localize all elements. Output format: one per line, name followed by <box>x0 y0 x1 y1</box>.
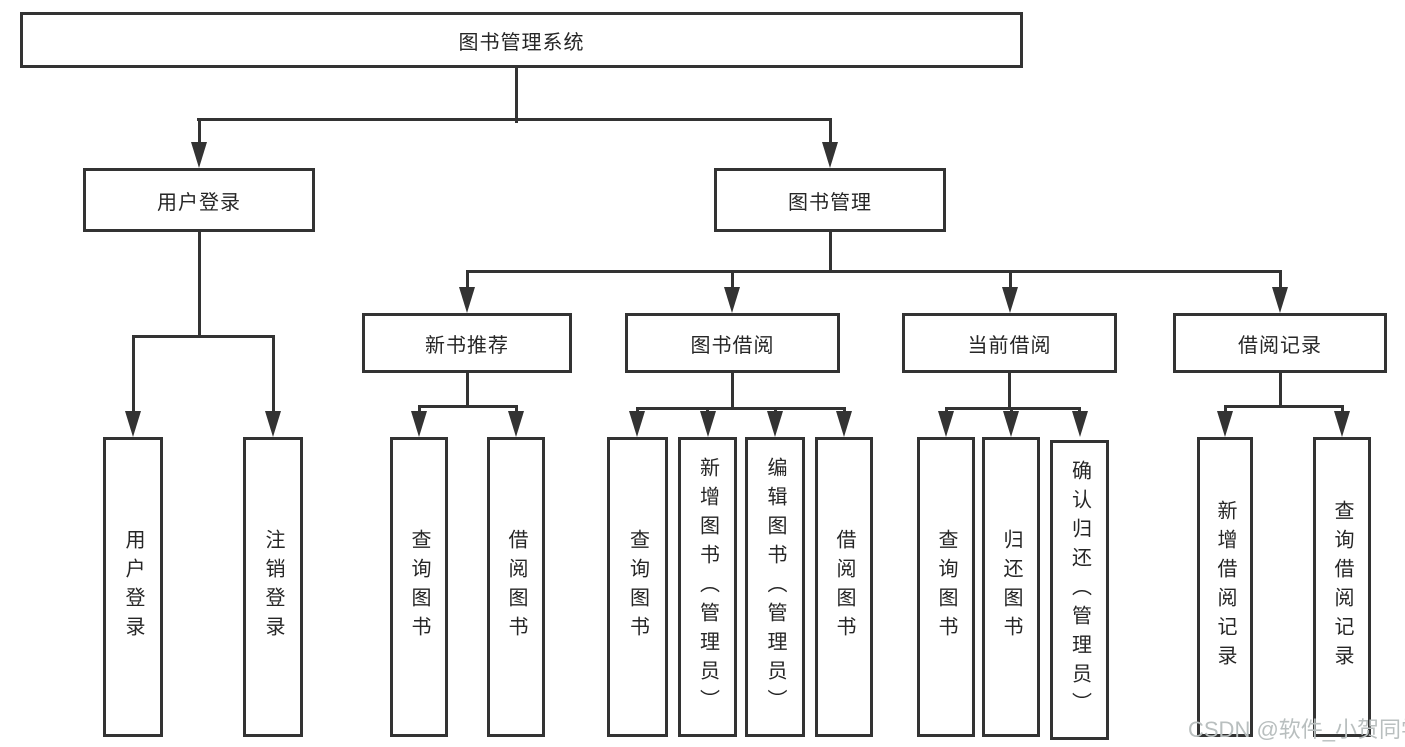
arrowhead-icon <box>459 287 475 313</box>
arrowhead-icon <box>822 142 838 168</box>
arrowhead-icon <box>724 287 740 313</box>
node-borrow-query-books: 查询图书 <box>607 437 668 737</box>
node-recommend-borrow-books: 借阅图书 <box>487 437 545 737</box>
arrow-down-icon <box>459 270 476 313</box>
node-login-label: 用户登录 <box>122 529 144 645</box>
connector-borrow-stem <box>730 373 734 410</box>
connector-level2-branch <box>197 118 832 121</box>
arrowhead-icon <box>1002 287 1018 313</box>
arrow-down-icon <box>265 335 282 437</box>
arrow-down-icon <box>508 405 525 437</box>
node-return-books: 归还图书 <box>982 437 1040 737</box>
node-add-borrow-record: 新增借阅记录 <box>1197 437 1253 737</box>
arrow-down-icon <box>1334 405 1351 437</box>
connector-recommend-stem <box>465 373 469 408</box>
node-recommend-query-books: 查询图书 <box>390 437 448 737</box>
arrowhead-icon <box>125 411 141 437</box>
arrowhead-icon <box>699 411 716 437</box>
node-current-query-books: 查询图书 <box>917 437 975 737</box>
node-confirm-return-admin-label: 确认归还（管理员） <box>1068 459 1091 721</box>
node-query-borrow-record-label: 查询借阅记录 <box>1331 500 1353 674</box>
node-edit-books-admin-label: 编辑图书（管理员） <box>764 456 786 718</box>
arrow-down-icon <box>699 407 716 437</box>
csdn-watermark: CSDN @软件_小贺同学 <box>1188 717 1405 742</box>
arrowhead-icon <box>191 142 207 168</box>
connector-recommend-branch <box>417 405 518 408</box>
arrow-down-icon <box>1217 405 1234 437</box>
connector-management-stem <box>828 232 832 273</box>
node-add-books-admin-label: 新增图书（管理员） <box>696 456 719 718</box>
node-current-query-books-label: 查询图书 <box>935 529 957 645</box>
arrowhead-icon <box>1272 287 1288 313</box>
connector-current-branch <box>944 407 1081 410</box>
arrowhead-icon <box>938 411 954 437</box>
arrow-down-icon <box>767 407 784 437</box>
arrow-down-icon <box>411 405 428 437</box>
connector-records-branch <box>1223 405 1344 408</box>
arrow-down-icon <box>724 270 741 313</box>
node-borrow-books-label: 借阅图书 <box>833 529 855 645</box>
node-current-borrowing: 当前借阅 <box>902 313 1117 373</box>
node-return-books-label: 归还图书 <box>1000 529 1022 645</box>
node-borrow-query-books-label: 查询图书 <box>626 529 649 645</box>
node-query-borrow-record: 查询借阅记录 <box>1313 437 1371 737</box>
node-borrowing-records: 借阅记录 <box>1173 313 1387 373</box>
arrow-down-icon <box>629 407 646 437</box>
arrowhead-icon <box>265 411 281 437</box>
arrow-down-icon <box>191 118 208 168</box>
node-new-book-recommendation: 新书推荐 <box>362 313 572 373</box>
arrowhead-icon <box>508 411 524 437</box>
arrowhead-icon <box>629 411 645 437</box>
node-edit-books-admin: 编辑图书（管理员） <box>745 437 805 737</box>
arrow-down-icon <box>1003 407 1020 437</box>
connector-current-stem <box>1008 373 1011 410</box>
arrow-down-icon <box>125 335 142 437</box>
node-confirm-return-admin: 确认归还（管理员） <box>1050 440 1109 740</box>
arrowhead-icon <box>1217 411 1233 437</box>
node-recommend-borrow-books-label: 借阅图书 <box>505 529 527 645</box>
node-recommend-query-books-label: 查询图书 <box>408 529 430 645</box>
connector-root-stem <box>515 68 518 123</box>
node-current-borrowing-label: 当前借阅 <box>967 334 1052 357</box>
arrow-down-icon <box>938 407 955 437</box>
arrowhead-icon <box>836 411 852 437</box>
connector-borrow-branch <box>635 407 846 410</box>
node-borrowing-records-label: 借阅记录 <box>1238 334 1322 357</box>
node-logout: 注销登录 <box>243 437 303 737</box>
node-library-system-label: 图书管理系统 <box>458 31 585 54</box>
node-user-login-label: 用户登录 <box>157 191 241 214</box>
connector-login-stem <box>197 232 201 338</box>
node-book-borrowing-label: 图书借阅 <box>690 334 775 357</box>
node-logout-label: 注销登录 <box>262 529 284 645</box>
arrow-down-icon <box>822 118 839 168</box>
node-book-management: 图书管理 <box>714 168 946 232</box>
arrowhead-icon <box>767 411 783 437</box>
node-borrow-books: 借阅图书 <box>815 437 873 737</box>
arrow-down-icon <box>836 407 853 437</box>
node-add-borrow-record-label: 新增借阅记录 <box>1214 500 1236 674</box>
arrowhead-icon <box>1003 411 1019 437</box>
node-user-login: 用户登录 <box>83 168 315 232</box>
node-login: 用户登录 <box>103 437 163 737</box>
node-add-books-admin: 新增图书（管理员） <box>678 437 737 737</box>
arrowhead-icon <box>411 411 427 437</box>
node-book-management-label: 图书管理 <box>788 191 872 214</box>
node-library-system: 图书管理系统 <box>20 12 1023 68</box>
node-new-book-recommendation-label: 新书推荐 <box>425 334 509 357</box>
node-book-borrowing: 图书借阅 <box>625 313 840 373</box>
arrow-down-icon <box>1272 270 1289 313</box>
arrowhead-icon <box>1334 411 1350 437</box>
connector-login-branch <box>131 335 275 338</box>
connector-level3-branch <box>465 270 1282 273</box>
connector-records-stem <box>1278 373 1282 408</box>
arrow-down-icon <box>1002 270 1019 313</box>
arrow-down-icon <box>1071 407 1088 437</box>
arrowhead-icon <box>1071 411 1088 437</box>
